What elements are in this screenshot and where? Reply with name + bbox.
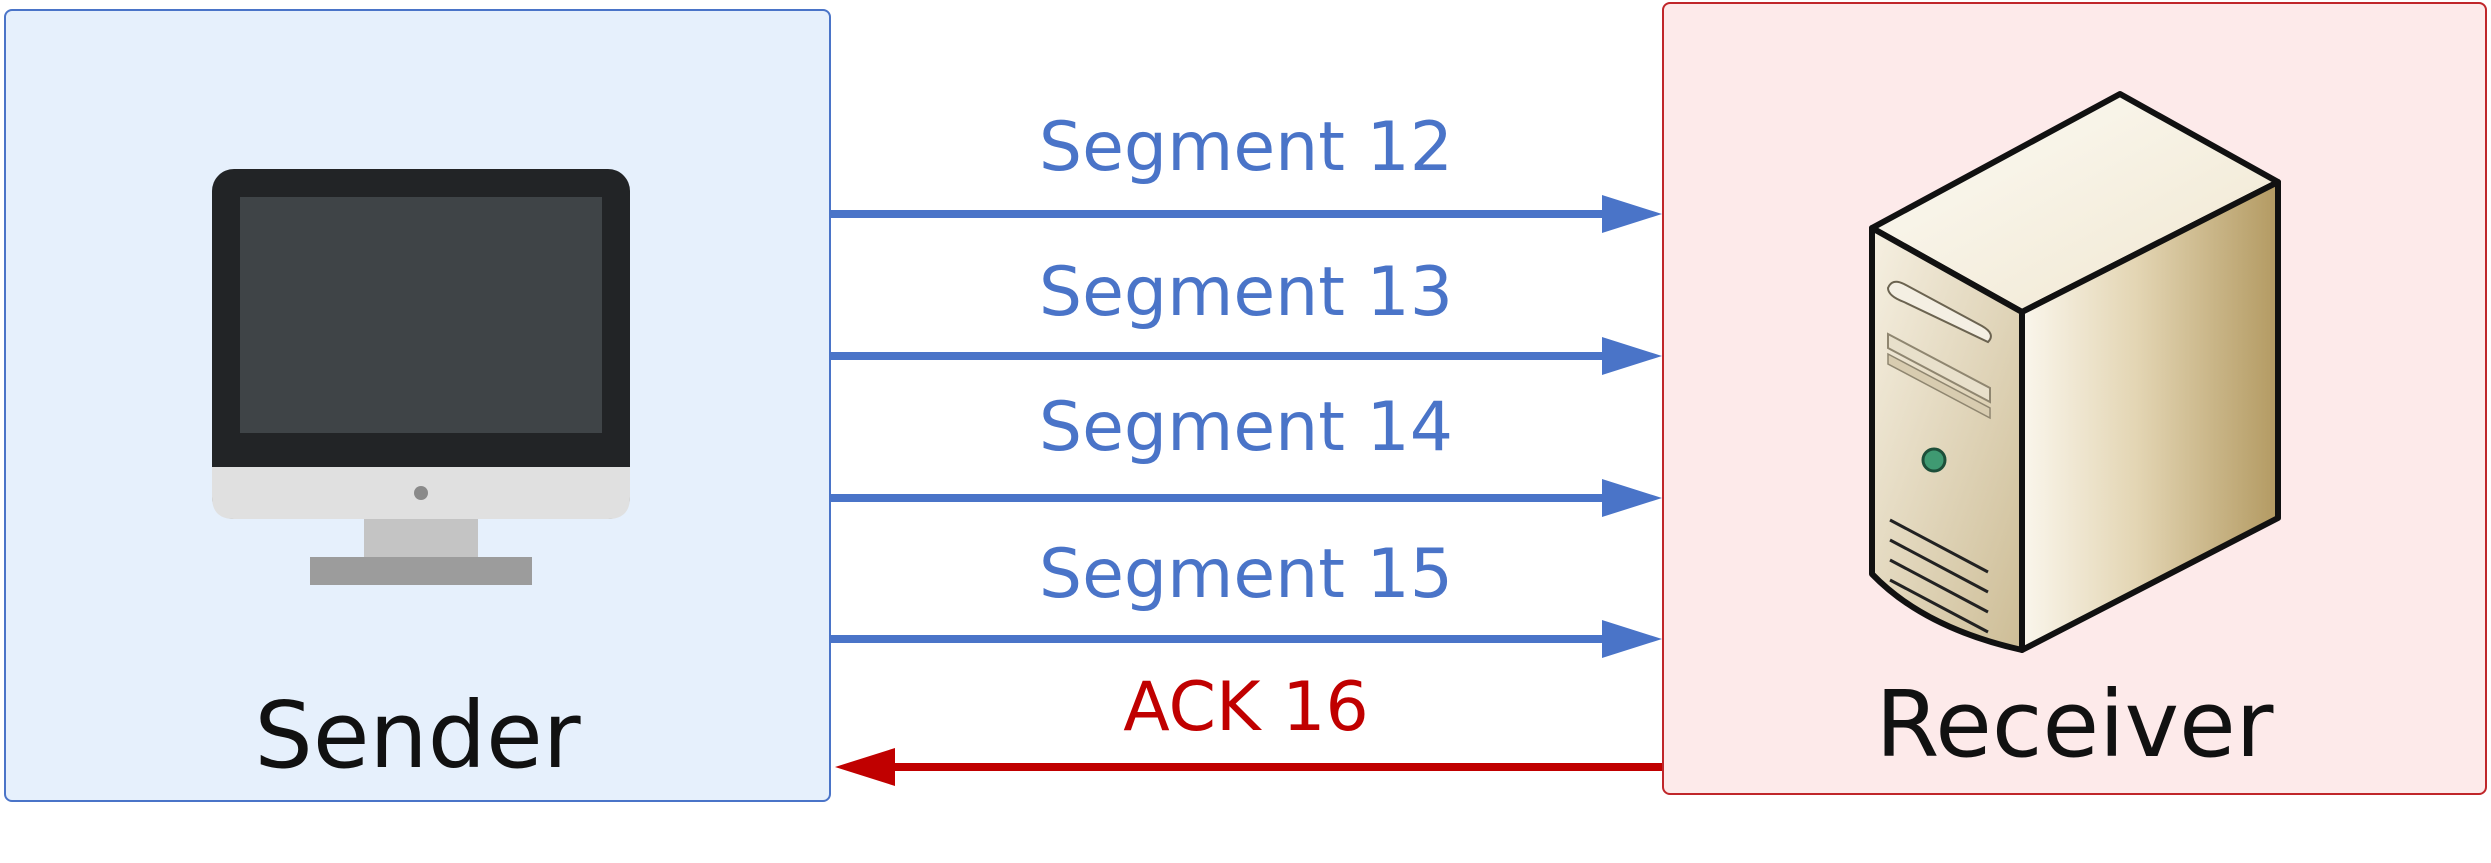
- message-label-ack-16: ACK 16: [1123, 668, 1369, 747]
- arrow-segment-12: [831, 195, 1662, 233]
- arrow-head: [835, 748, 895, 786]
- arrow-segment-15: [831, 620, 1662, 658]
- receiver-node: Receiver: [1662, 2, 2487, 795]
- arrow-head: [1602, 195, 1662, 233]
- sender-node: Sender: [4, 9, 831, 802]
- message-label-segment-14: Segment 14: [1038, 388, 1454, 467]
- server-tower-icon: [1869, 91, 2281, 653]
- arrow-head: [1602, 479, 1662, 517]
- sender-label: Sender: [254, 682, 581, 789]
- arrow-segment-13: [831, 337, 1662, 375]
- message-label-segment-13: Segment 13: [1038, 253, 1454, 332]
- receiver-label: Receiver: [1875, 671, 2274, 778]
- arrow-ack-16: [835, 748, 1662, 786]
- message-label-segment-12: Segment 12: [1038, 108, 1454, 187]
- arrow-head: [1602, 620, 1662, 658]
- arrow-segment-14: [831, 479, 1662, 517]
- message-label-segment-15: Segment 15: [1038, 535, 1454, 614]
- desktop-computer-icon: [212, 169, 630, 585]
- arrow-head: [1602, 337, 1662, 375]
